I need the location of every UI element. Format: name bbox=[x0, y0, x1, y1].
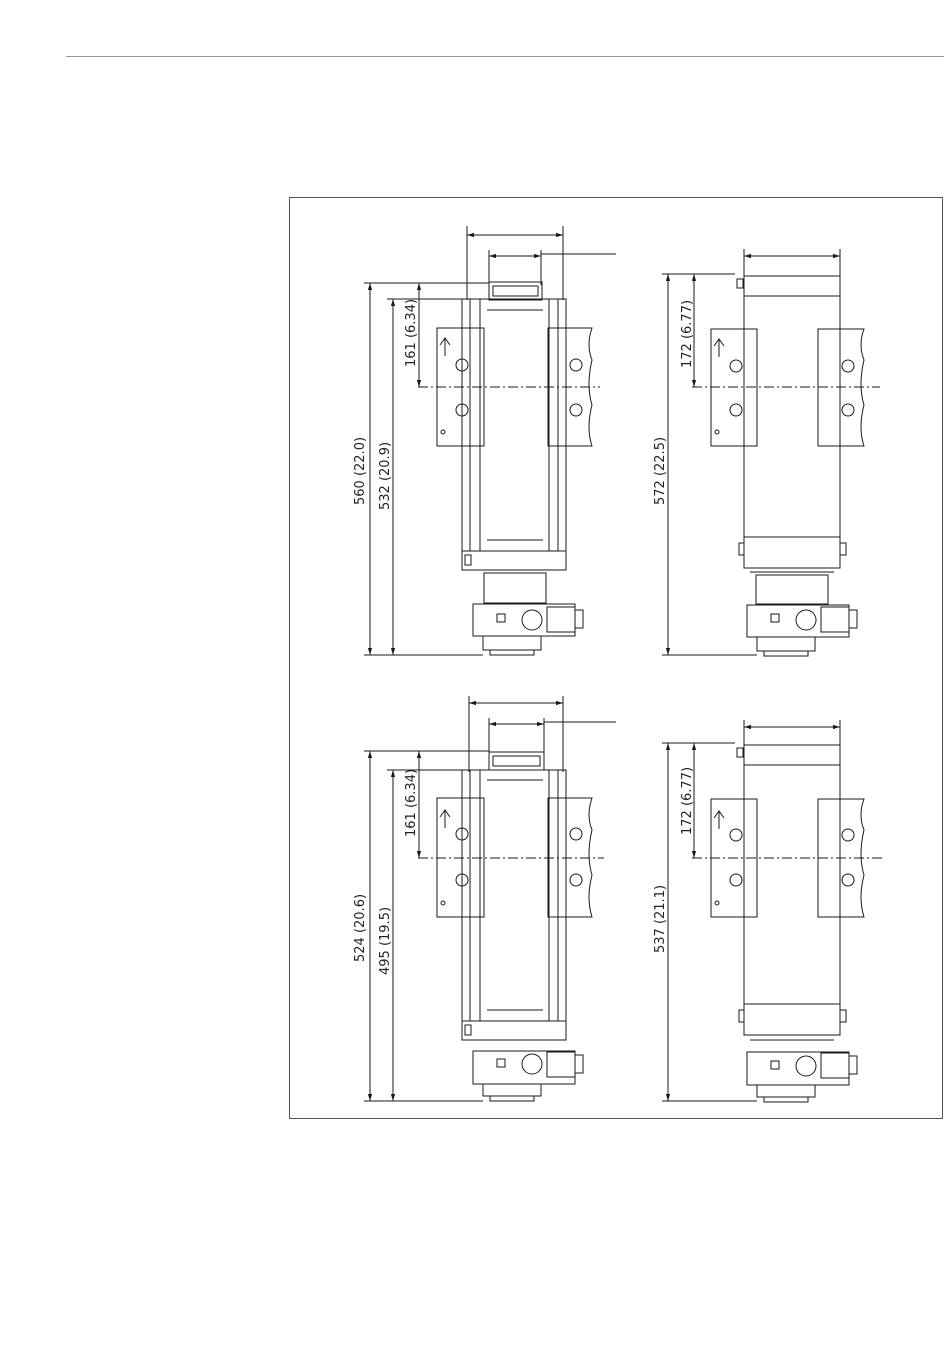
dim-top-left-overall: 560 (22.0) bbox=[353, 437, 368, 505]
dim-top-right-axis: 172 (6.77) bbox=[680, 300, 695, 368]
dim-top-left-axis: 161 (6.34) bbox=[404, 299, 419, 367]
dim-bottom-right-overall: 537 (21.1) bbox=[653, 885, 668, 953]
dim-bottom-left-axis: 161 (6.34) bbox=[404, 769, 419, 837]
view-bottom-left bbox=[364, 696, 616, 1101]
view-bottom-right bbox=[662, 720, 884, 1102]
dim-bottom-left-body: 495 (19.5) bbox=[378, 907, 393, 975]
view-top-left bbox=[364, 226, 616, 655]
dim-bottom-right-axis: 172 (6.77) bbox=[680, 767, 695, 835]
dim-bottom-left-overall: 524 (20.6) bbox=[353, 894, 368, 962]
dim-top-left-body: 532 (20.9) bbox=[378, 442, 393, 510]
dim-top-right-overall: 572 (22.5) bbox=[653, 437, 668, 505]
